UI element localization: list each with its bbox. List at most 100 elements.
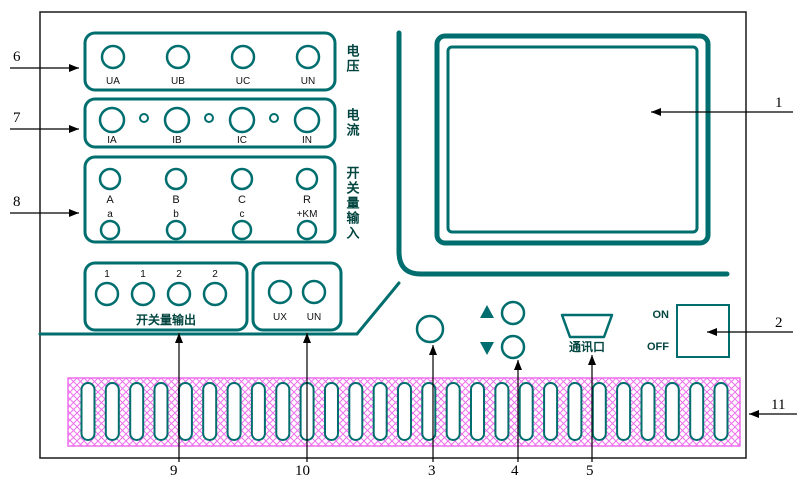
input-label-c-lower: c [240, 209, 245, 220]
current-link-dot [139, 113, 149, 123]
voltage-group-border [83, 31, 337, 92]
terminal-ic-label: IC [237, 135, 247, 146]
callout-9: 9 [170, 463, 178, 479]
terminal-ia-label: IA [107, 135, 117, 146]
vent-slot [713, 382, 729, 441]
power-switch-body [676, 304, 730, 358]
terminal-ic [228, 106, 256, 134]
vent-slot [348, 382, 364, 441]
terminal-uc [230, 44, 256, 70]
terminal-un [295, 44, 321, 70]
terminal-uc-label: UC [236, 76, 250, 87]
callout-3: 3 [428, 463, 436, 479]
current-group-label: 电流 [345, 107, 360, 138]
callout-6: 6 [13, 49, 21, 65]
callout-10: 10 [295, 463, 310, 479]
input-terminal-a-lower [99, 219, 121, 241]
callout-4: 4 [511, 463, 519, 479]
comm-port-label: 通讯口 [569, 339, 605, 354]
input-terminal-r-upper [295, 167, 319, 191]
output-terminal-2b [202, 281, 228, 307]
vent-slot [421, 382, 437, 441]
terminal-in-label: IN [302, 135, 312, 146]
output-channel-label: 1 [140, 269, 146, 280]
callout-8: 8 [13, 194, 21, 210]
input-label-a-lower: a [107, 209, 113, 220]
panel-contour-line [38, 281, 401, 336]
input-terminal-b-lower [165, 219, 187, 241]
terminal-ia [98, 106, 126, 134]
voltage-group-label: 电压 [345, 43, 360, 74]
vent-slot [177, 382, 193, 441]
input-terminal-a-upper [98, 167, 122, 191]
callouts: 6 7 8 1 2 11 9 10 3 4 5 [10, 49, 797, 479]
vent-slot-group [80, 382, 729, 441]
terminal-ux [267, 279, 293, 305]
current-group-border [83, 97, 337, 149]
input-terminal-c-lower [231, 219, 253, 241]
vent-slot [372, 382, 388, 441]
input-label-c: C [238, 194, 246, 206]
current-terminal-group: IA IB IC IN 电流 [83, 97, 360, 149]
vent-slot [250, 382, 266, 441]
callout-2: 2 [775, 315, 783, 331]
output-terminal-1b [130, 281, 156, 307]
vent-slot [470, 382, 485, 441]
ventilation-grille [67, 377, 741, 447]
input-terminal-c-upper [230, 167, 254, 191]
aux-terminal-group: UX UN [251, 261, 343, 332]
output-channel-label: 2 [176, 269, 182, 280]
vent-slot [543, 382, 559, 441]
terminal-ua [100, 44, 126, 70]
input-label-km: +KM [297, 209, 318, 220]
vent-slot [153, 382, 169, 441]
output-terminal-2a [166, 281, 192, 307]
vent-slot [324, 382, 339, 441]
callout-11: 11 [771, 397, 785, 413]
terminal-un-aux-label: UN [307, 312, 321, 323]
current-link-dot [269, 113, 279, 123]
vent-slot [518, 382, 534, 441]
power-on-label: ON [653, 309, 670, 321]
output-channel-label: 2 [212, 269, 218, 280]
switch-output-group: 1 1 2 2 开关量输出 [83, 261, 249, 332]
input-label-b: B [172, 194, 179, 206]
input-label-r: R [303, 194, 311, 206]
down-button [500, 334, 526, 360]
switch-input-group: A B C R a b c +KM 开关量输入 [83, 155, 360, 244]
terminal-ux-label: UX [273, 312, 287, 323]
aux-group-border [251, 261, 343, 332]
screen-display-area [446, 45, 699, 234]
switch-output-label: 开关量输出 [136, 312, 196, 327]
callout-5: 5 [586, 463, 594, 479]
switch-input-border [83, 155, 337, 244]
control-buttons [415, 300, 526, 360]
vent-slot [129, 382, 145, 441]
vent-slot [445, 382, 461, 441]
down-arrow-icon [480, 342, 494, 355]
callout-7: 7 [13, 110, 21, 126]
vent-slot [494, 382, 510, 441]
terminal-ib [163, 106, 191, 134]
vent-slot [226, 382, 242, 441]
input-terminal-b-upper [164, 167, 188, 191]
input-label-b-lower: b [173, 209, 179, 220]
power-switch: ON OFF [647, 304, 730, 358]
screen-bezel-edge [396, 30, 730, 277]
output-terminal-1a [94, 281, 120, 307]
callout-1: 1 [775, 95, 783, 111]
up-arrow-icon [480, 305, 494, 318]
terminal-ub-label: UB [171, 76, 185, 87]
output-channel-label: 1 [104, 269, 110, 280]
function-button [415, 314, 445, 344]
switch-input-label: 开关量输入 [345, 166, 360, 241]
input-label-a: A [106, 194, 114, 206]
switch-output-border [83, 261, 249, 332]
vent-slot [616, 382, 632, 441]
vent-slot [275, 382, 291, 441]
terminal-ib-label: IB [172, 135, 182, 146]
terminal-ub [165, 44, 191, 70]
terminal-un-label: UN [301, 76, 315, 87]
